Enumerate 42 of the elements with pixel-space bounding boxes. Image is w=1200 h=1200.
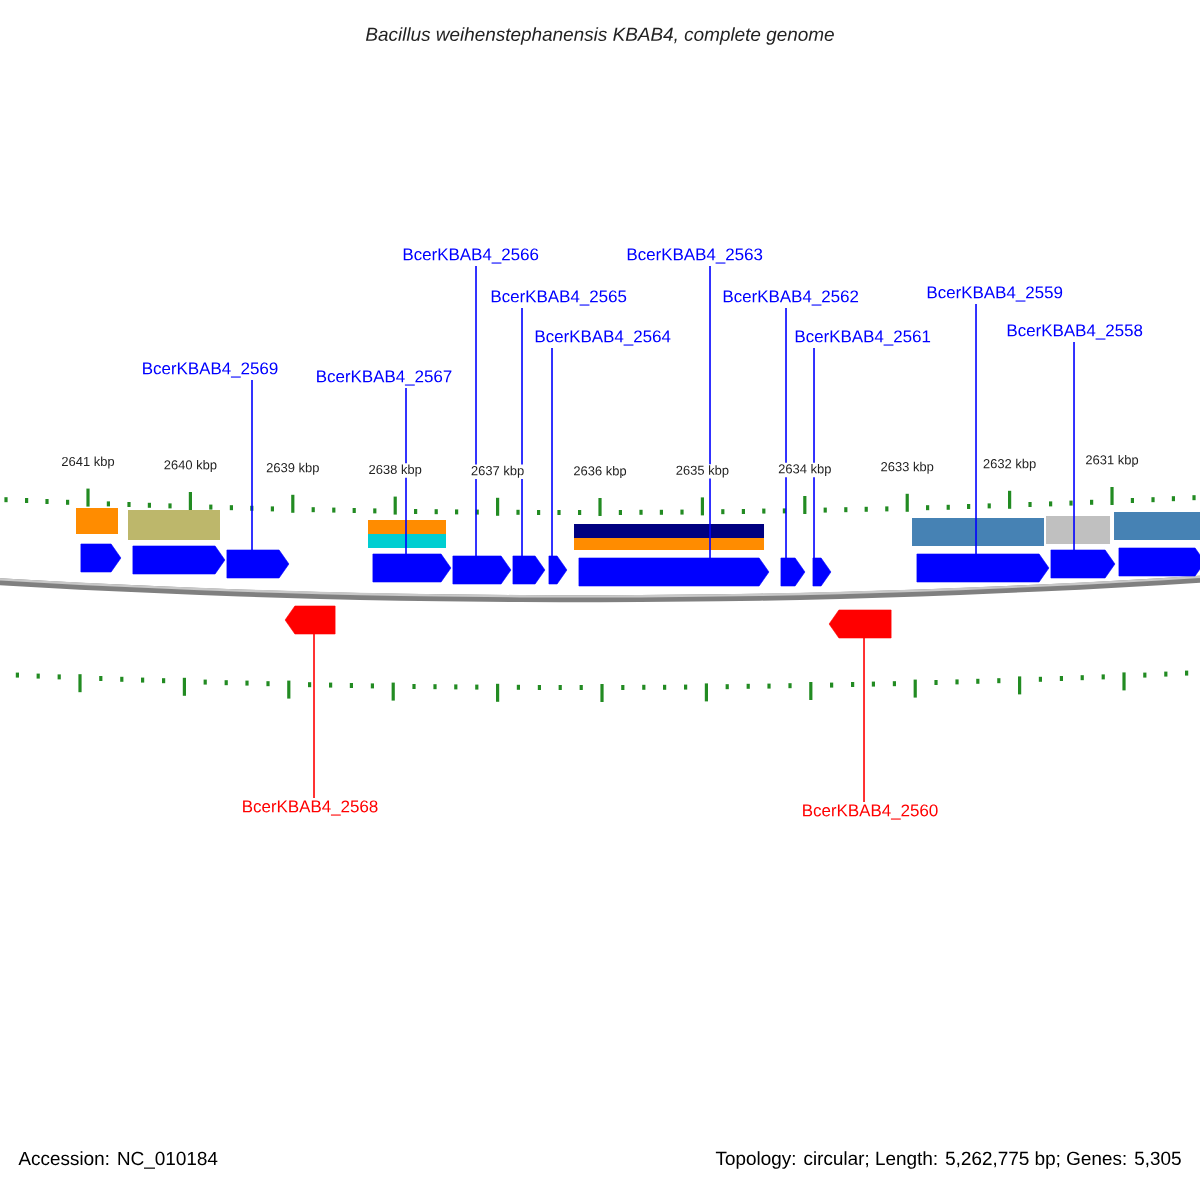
leader-line [813,347,815,559]
leader-line [551,347,553,557]
gene-feature [916,553,1050,583]
leader-line [785,307,787,559]
gene-label: BcerKBAB4_2567 [317,370,452,386]
gene-label: BcerKBAB4_2561 [795,330,931,346]
gene-feature [80,543,122,573]
accession-text: Accession: NC_010184 [18,1151,218,1169]
title: Bacillus weihenstephanensis KBAB4, complete genome [365,27,834,45]
gene-feature [548,555,568,585]
leader-line [709,265,711,559]
leader-line [863,637,865,803]
genome-info-text: Topology: circular; Length: 5,262,775 bp; Genes: 5,305 [715,1151,1181,1169]
gene-label: BcerKBAB4_2564 [535,330,671,346]
gene-feature [1118,547,1200,577]
gene-feature [512,555,546,585]
leader-line [521,307,523,557]
leader-line [1073,341,1075,551]
gene-label: BcerKBAB4_2560 [803,804,938,820]
leader-line [405,387,407,555]
gene-feature [780,557,806,587]
gene-feature [1050,549,1116,579]
gene-label: BcerKBAB4_2566 [403,248,539,264]
leader-line [313,633,315,799]
gene-label: BcerKBAB4_2559 [927,286,1063,302]
leader-line [475,265,477,557]
gene-label: BcerKBAB4_2565 [491,290,627,306]
gene-label: BcerKBAB4_2563 [627,248,763,264]
gene-feature [132,545,226,575]
gene-feature [828,609,892,639]
gene-feature [452,555,512,585]
leader-line [975,303,977,555]
gene-feature [578,557,770,587]
gene-label: BcerKBAB4_2569 [143,362,278,378]
gene-label: BcerKBAB4_2562 [723,290,859,306]
gene-feature [226,549,290,579]
gene-label: BcerKBAB4_2568 [243,800,378,816]
gene-feature [812,557,832,587]
leader-line [251,379,253,551]
gene-label: BcerKBAB4_2558 [1007,324,1143,340]
gene-feature [284,605,336,635]
gene-feature [372,553,452,583]
